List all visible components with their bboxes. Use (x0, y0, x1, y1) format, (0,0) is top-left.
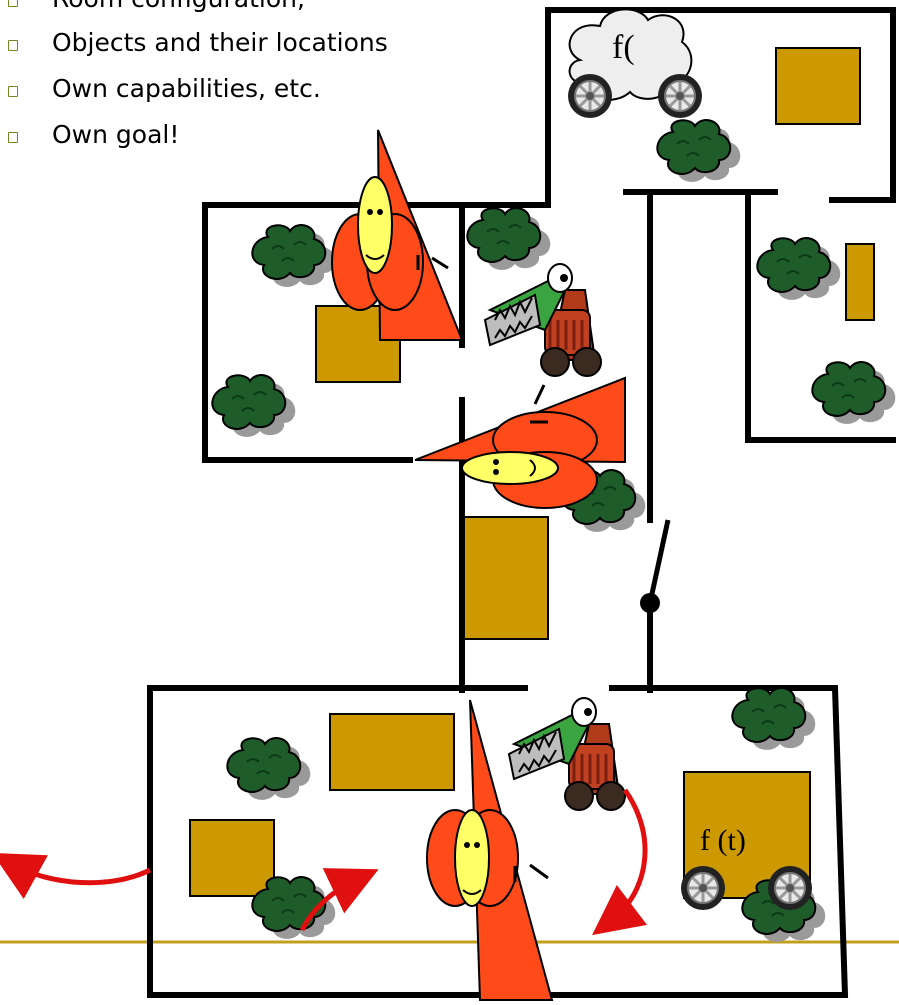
wheel-icon (656, 72, 704, 120)
wheel-icon (566, 72, 614, 120)
arrow-icon (299, 868, 379, 932)
arrow-icon (0, 852, 152, 899)
robot-agent-icon (414, 376, 626, 509)
creature-crab-icon (507, 696, 627, 812)
box-label: f (t) (700, 824, 746, 857)
arrows (0, 788, 648, 936)
door-hinge (640, 593, 660, 613)
bush-icon (226, 737, 312, 801)
bullet-square-icon (8, 86, 18, 97)
arrow-icon (592, 788, 648, 936)
bullet-text: Own capabilities, etc. (52, 74, 321, 103)
bullet-text: Room configuration, (52, 0, 305, 16)
bullet-square-icon (8, 132, 18, 143)
bullet-list: Room configuration, Objects and their lo… (0, 0, 560, 200)
bush-icon (466, 207, 552, 271)
creature-crab-icon (483, 262, 603, 378)
bush-icon (731, 687, 817, 751)
cloud-label: f( (612, 29, 635, 66)
door (647, 519, 671, 604)
wheel-icon (766, 864, 814, 912)
robot-agent-icon (331, 129, 464, 341)
boxes (189, 47, 875, 899)
bush-icon (756, 237, 842, 301)
wheel-icon (679, 864, 727, 912)
bullet-square-icon (8, 0, 18, 7)
bullet-text: Objects and their locations (52, 28, 388, 57)
bush-icon (251, 224, 337, 288)
bush-icon (656, 119, 742, 183)
bullet-square-icon (8, 40, 18, 51)
robot-agent-icon (426, 699, 554, 1001)
bullet-text: Own goal! (52, 120, 180, 149)
bush-icon (211, 374, 297, 438)
bush-icon (811, 361, 897, 425)
